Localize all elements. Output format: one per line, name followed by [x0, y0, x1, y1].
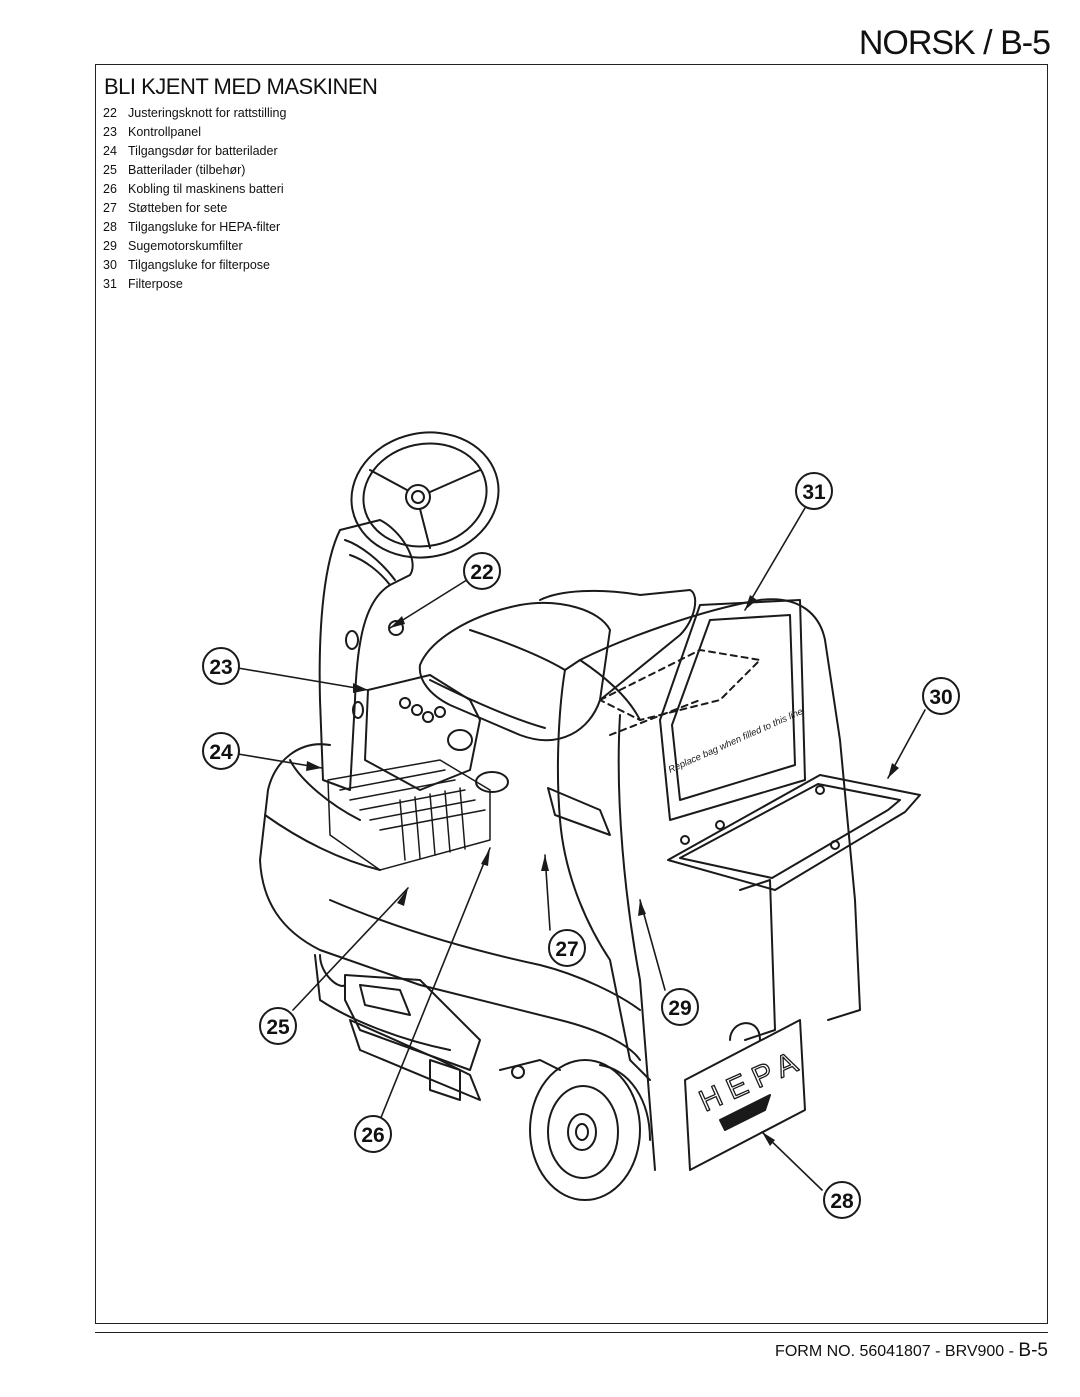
part-number: 31	[103, 277, 117, 291]
callout-markers: 22 23 24 25 26 27 28 29 30 31	[202, 472, 960, 1219]
footer-form-number: FORM NO. 56041807 - BRV900 -	[775, 1343, 1019, 1360]
leader-26	[379, 847, 491, 1121]
footer-rule	[95, 1332, 1048, 1333]
callout-30: 30	[922, 677, 960, 715]
chassis	[344, 974, 561, 1101]
part-label: Justeringsknott for rattstilling	[128, 106, 287, 120]
leader-29	[639, 899, 666, 991]
list-item: 31 Filterpose	[103, 275, 286, 294]
svg-text:23: 23	[209, 656, 232, 679]
callout-arrowheads	[306, 595, 899, 1146]
decal-text: Replace bag when filled to this line	[667, 706, 805, 776]
callout-29: 29	[661, 988, 699, 1026]
list-item: 22 Justeringsknott for rattstilling	[103, 104, 286, 123]
parts-list: 22 Justeringsknott for rattstilling 23 Kon…	[103, 104, 286, 294]
list-item: 28 Tilgangsluke for HEPA-filter	[103, 218, 286, 237]
part-number: 27	[103, 201, 117, 215]
list-item: 29 Sugemotorskumfilter	[103, 237, 286, 256]
callout-26: 26	[354, 1115, 392, 1153]
list-item: 23 Kontrollpanel	[103, 123, 286, 142]
callout-27: 27	[548, 929, 586, 967]
part-label: Tilgangsdør for batterilader	[128, 144, 278, 158]
part-number: 26	[103, 182, 117, 196]
svg-text:22: 22	[470, 561, 493, 584]
list-item: 25 Batterilader (tilbehør)	[103, 161, 286, 180]
footer-page-number: B-5	[1018, 1340, 1048, 1361]
steering-column	[318, 519, 414, 791]
part-number: 25	[103, 163, 117, 177]
rear-wheel	[529, 1059, 651, 1201]
leader-31	[744, 507, 806, 611]
hatch-door	[667, 774, 921, 891]
battery-connector-icon	[429, 1059, 461, 1101]
filter-bag-lid	[599, 599, 806, 821]
leader-23	[237, 667, 369, 691]
part-label: Kobling til maskinens batteri	[128, 182, 284, 196]
callout-23: 23	[202, 647, 240, 685]
section-title: BLI KJENT MED MASKINEN	[104, 74, 378, 99]
front-wheel	[319, 954, 346, 987]
part-label: Tilgangsluke for HEPA-filter	[128, 220, 281, 234]
part-label: Sugemotorskumfilter	[128, 239, 243, 253]
part-number: 24	[103, 144, 117, 158]
callout-28: 28	[823, 1181, 861, 1219]
part-number: 30	[103, 258, 117, 272]
callout-31: 31	[795, 472, 833, 510]
svg-text:27: 27	[555, 938, 578, 961]
list-item: 26 Kobling til maskinens batteri	[103, 180, 286, 199]
part-label: Kontrollpanel	[128, 125, 201, 139]
list-item: 30 Tilgangsluke for filterpose	[103, 256, 286, 275]
svg-text:28: 28	[830, 1190, 854, 1213]
part-number: 23	[103, 125, 117, 139]
tilt-knob-icon	[388, 620, 404, 636]
list-item: 24 Tilgangsdør for batterilader	[103, 142, 286, 161]
control-panel	[364, 674, 509, 793]
part-label: Filterpose	[128, 277, 183, 291]
handle-slot	[547, 787, 611, 836]
steering-wheel	[350, 431, 500, 559]
svg-text:31: 31	[802, 481, 826, 504]
svg-text:25: 25	[266, 1016, 290, 1039]
part-number: 22	[103, 106, 117, 120]
callout-24: 24	[202, 732, 240, 770]
callout-22: 22	[463, 552, 501, 590]
seat	[418, 589, 697, 741]
part-number: 29	[103, 239, 117, 253]
svg-text:24: 24	[209, 741, 233, 764]
content-frame	[95, 64, 1048, 1324]
page-header-title: NORSK / B-5	[858, 24, 1051, 62]
svg-text:26: 26	[361, 1124, 384, 1147]
part-label: Støtteben for sete	[128, 201, 228, 215]
hepa-panel: HEPA	[684, 1019, 810, 1171]
svg-text:30: 30	[929, 686, 952, 709]
list-item: 27 Støtteben for sete	[103, 199, 286, 218]
part-label: Tilgangsluke for filterpose	[128, 258, 270, 272]
battery-charger	[327, 759, 491, 871]
leader-25	[292, 887, 409, 1011]
svg-text:29: 29	[668, 997, 691, 1020]
part-number: 28	[103, 220, 117, 234]
part-label: Batterilader (tilbehør)	[128, 163, 246, 177]
footer: FORM NO. 56041807 - BRV900 - B-5	[775, 1340, 1048, 1362]
callout-25: 25	[259, 1007, 297, 1045]
